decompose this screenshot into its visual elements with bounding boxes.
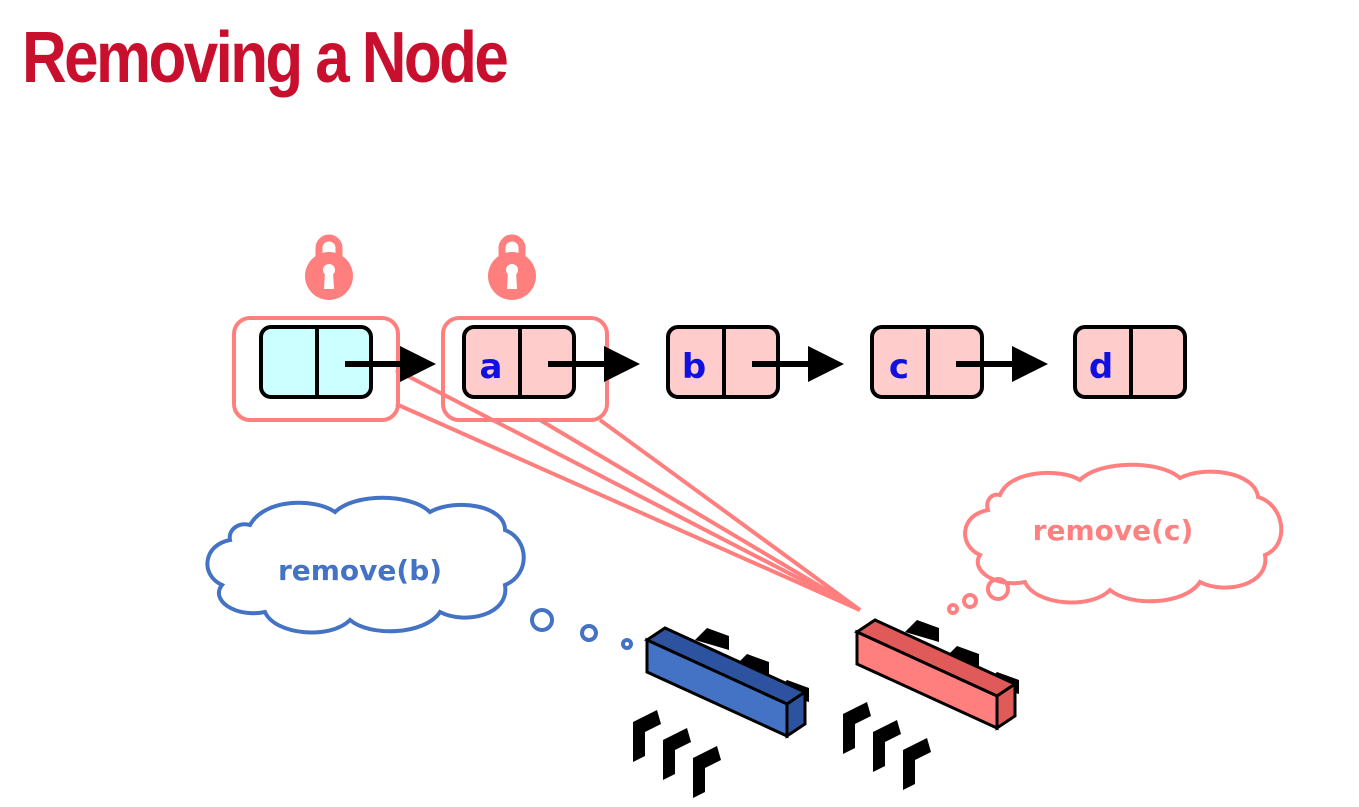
node-label: b	[682, 347, 706, 387]
node-label: a	[480, 347, 503, 387]
lock-ownership-lines	[395, 368, 862, 612]
list-node-c: c	[870, 325, 984, 399]
cpu-chip-icon	[843, 618, 1019, 790]
list-node-a: a	[462, 325, 576, 399]
page-title: Removing a Node	[22, 18, 509, 98]
locked-region-head	[232, 316, 400, 422]
node-label: c	[889, 347, 909, 387]
padlock-icon	[305, 238, 353, 300]
cpu-chip-icon	[633, 626, 809, 798]
padlock-icon	[488, 238, 536, 300]
node-label: d	[1089, 347, 1113, 387]
thought-text-blue: remove(b)	[278, 554, 442, 587]
list-node-d: d	[1073, 325, 1187, 399]
thought-text-red: remove(c)	[1033, 514, 1194, 547]
thought-cloud-blue: remove(b)	[205, 495, 633, 650]
thought-cloud-red: remove(c)	[947, 462, 1284, 615]
